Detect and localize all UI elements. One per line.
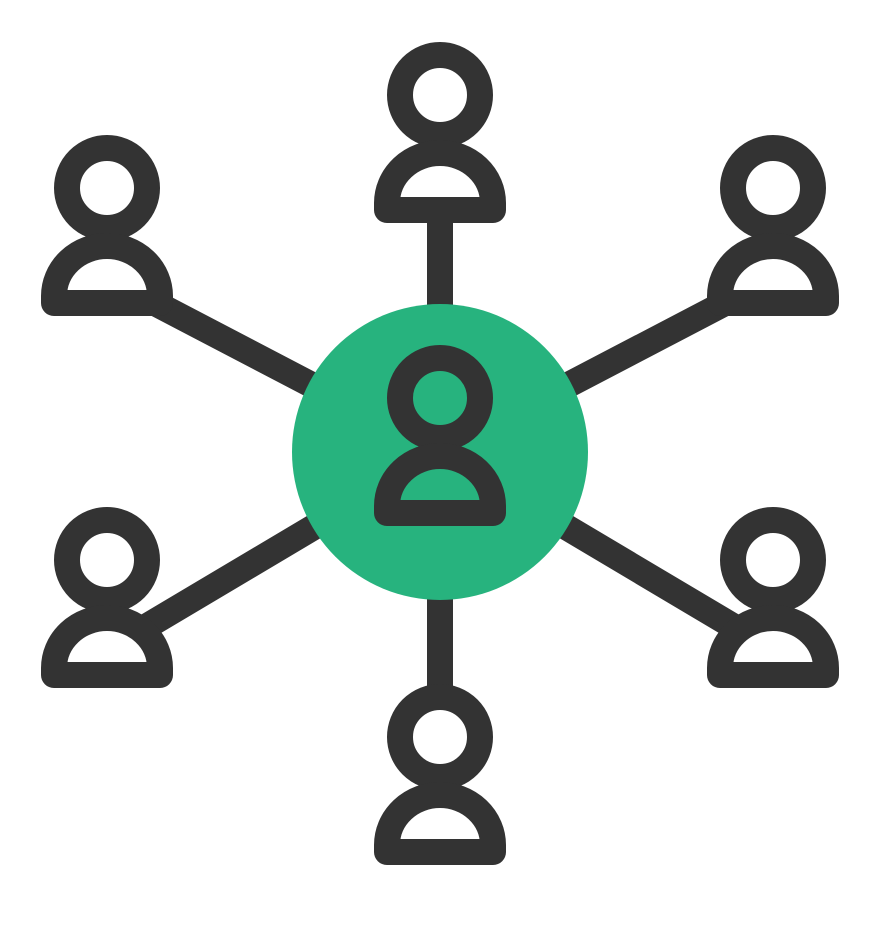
node-bottom-person-icon	[374, 684, 506, 865]
person-body	[374, 140, 506, 223]
person-head	[720, 507, 826, 613]
person-body	[41, 605, 173, 688]
person-body	[707, 605, 839, 688]
node-upper-left-person-icon	[41, 135, 173, 316]
person-body	[374, 443, 506, 526]
person-head	[54, 135, 160, 241]
person-body	[41, 233, 173, 316]
person-head	[387, 345, 493, 451]
peripheral-nodes	[41, 42, 839, 865]
person-head	[387, 684, 493, 790]
node-upper-right-person-icon	[707, 135, 839, 316]
person-head	[54, 507, 160, 613]
hub-person-icon	[374, 345, 506, 526]
node-lower-right-person-icon	[707, 507, 839, 688]
node-lower-left-person-icon	[41, 507, 173, 688]
person-body	[374, 782, 506, 865]
person-head	[387, 42, 493, 148]
central-hub	[292, 304, 588, 600]
person-body	[707, 233, 839, 316]
person-head	[720, 135, 826, 241]
node-top-person-icon	[374, 42, 506, 223]
